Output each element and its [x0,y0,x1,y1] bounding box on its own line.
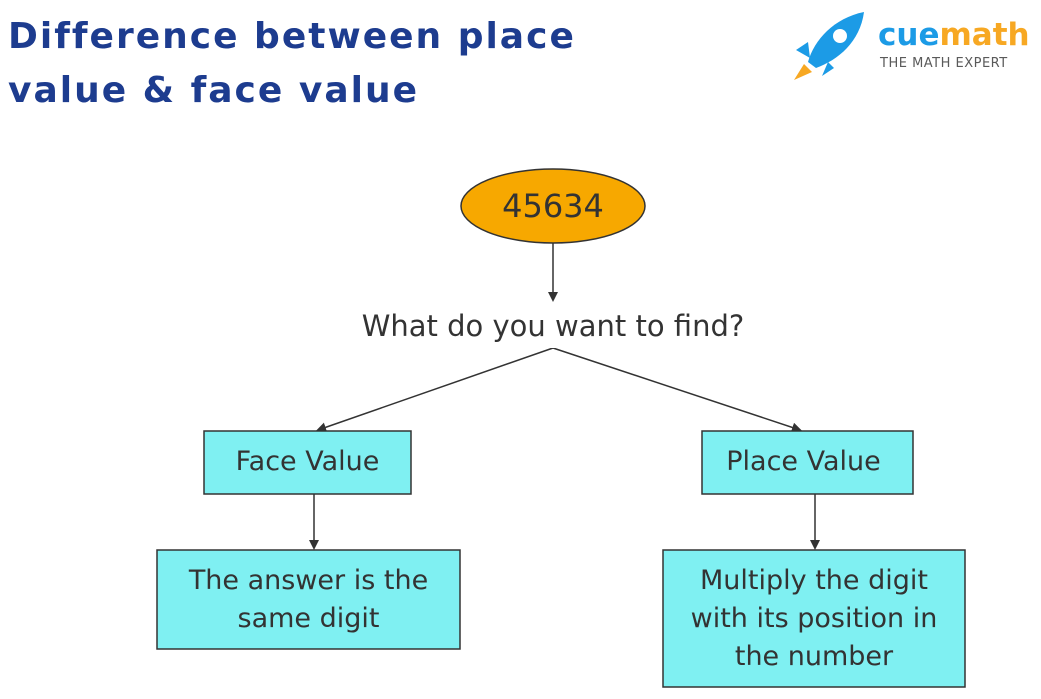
title-line-2: value & face value [8,70,419,111]
question-label: What do you want to find? [303,304,803,348]
place-value-box [701,430,914,495]
arrow-question-to-place-value [552,347,802,433]
logo-cue: cue [878,17,940,53]
page-title: Difference between place value & face va… [8,10,628,118]
face-value-result-label: The answer is the same digit [188,565,429,634]
face-value-label: Face Value [235,446,380,477]
place-value-result-label: Multiply the digit with its position in … [690,565,938,672]
face-value-box [203,430,412,495]
logo-wordmark: cuemath [878,16,1030,54]
rocket-icon [794,12,864,80]
arrow-question-to-face-value [316,347,554,433]
cuemath-logo: cuemath THE MATH EXPERT [790,6,1035,84]
logo-math: math [939,17,1030,53]
root-label: 45634 [502,187,604,225]
title-line-1: Difference between place [8,16,576,57]
place-value-label: Place Value [726,446,881,477]
logo-tagline: THE MATH EXPERT [880,56,1008,71]
face-value-result-box [156,549,461,650]
place-value-result-box [662,549,966,688]
